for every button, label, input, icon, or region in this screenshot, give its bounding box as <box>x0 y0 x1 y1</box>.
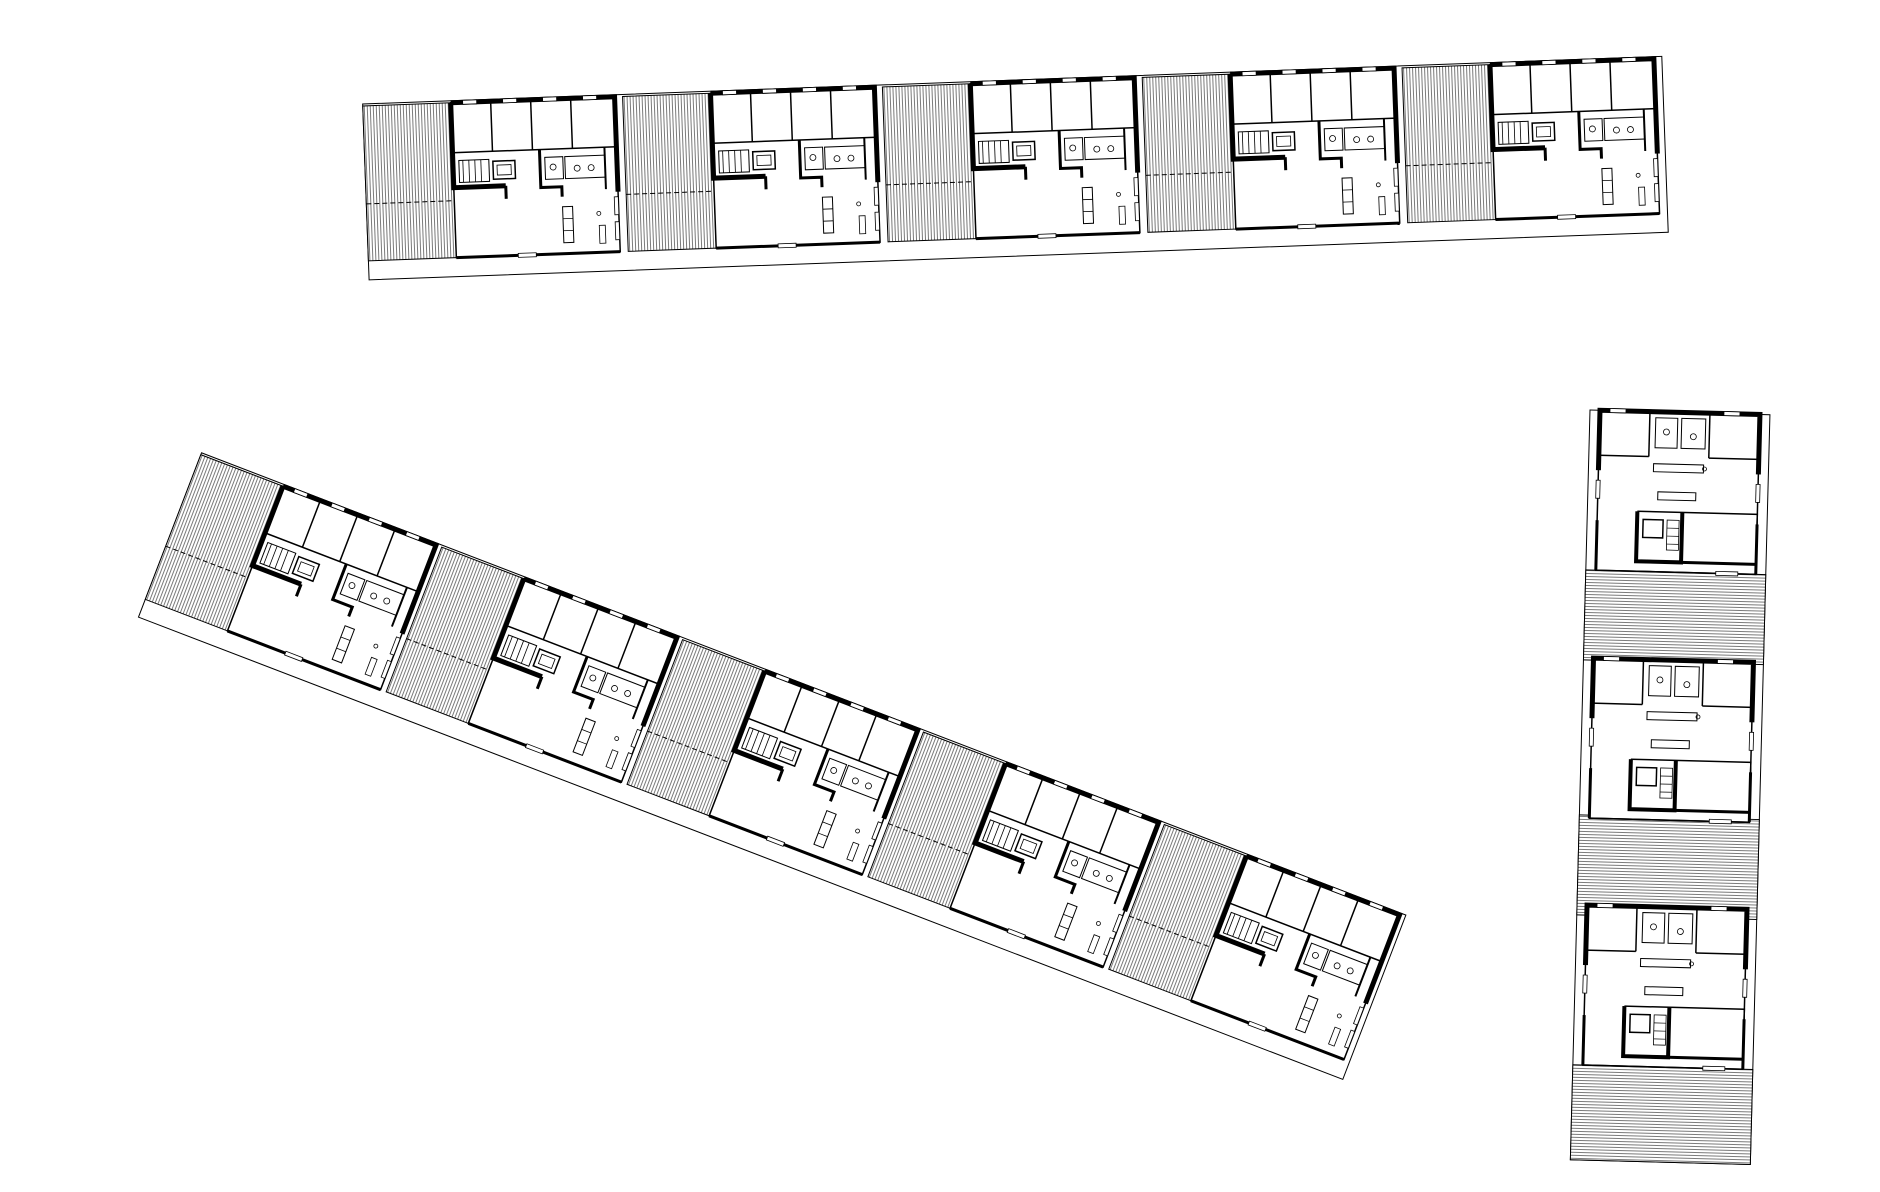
diagonal-unit-2 <box>385 545 677 784</box>
east-unit-1 <box>1594 408 1762 576</box>
north-unit-4 <box>1142 66 1400 234</box>
diagonal-block <box>137 453 1407 1081</box>
diagonal-unit-3 <box>626 638 918 877</box>
diagonal-unit-1 <box>145 453 437 692</box>
north-unit-3 <box>882 76 1140 244</box>
diagonal-unit-5 <box>1108 823 1400 1062</box>
diagonal-unit-4 <box>867 730 1159 969</box>
north-unit-5 <box>1402 57 1660 225</box>
east-unit-3 <box>1581 903 1749 1071</box>
north-unit-1 <box>363 95 621 263</box>
east-column-block <box>1569 408 1771 1165</box>
north-unit-2 <box>622 85 880 253</box>
north-row-block <box>363 56 1669 281</box>
east-unit-2 <box>1587 656 1755 824</box>
